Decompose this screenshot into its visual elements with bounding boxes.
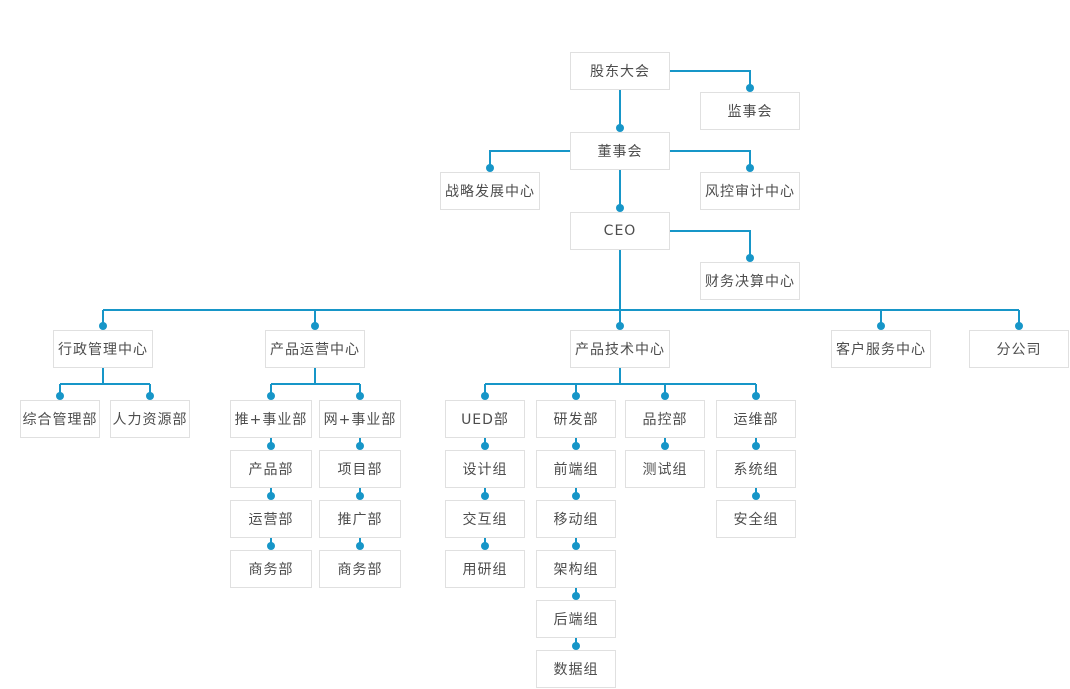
node-business-dept-2: 商务部	[319, 550, 401, 588]
node-operation-dept: 运营部	[230, 500, 312, 538]
junction-dots	[56, 84, 1023, 650]
node-rd-dept: 研发部	[536, 400, 616, 438]
node-project-dept: 项目部	[319, 450, 401, 488]
node-product-dept: 产品部	[230, 450, 312, 488]
node-hr-dept: 人力资源部	[110, 400, 190, 438]
node-security-group: 安全组	[716, 500, 796, 538]
node-branch-company: 分公司	[969, 330, 1069, 368]
node-architecture-group: 架构组	[536, 550, 616, 588]
node-board-of-directors: 董事会	[570, 132, 670, 170]
node-frontend-group: 前端组	[536, 450, 616, 488]
node-data-group: 数据组	[536, 650, 616, 688]
node-backend-group: 后端组	[536, 600, 616, 638]
node-design-group: 设计组	[445, 450, 525, 488]
node-business-dept-1: 商务部	[230, 550, 312, 588]
node-tech-center: 产品技术中心	[570, 330, 670, 368]
node-shareholders-meeting: 股东大会	[570, 52, 670, 90]
connector-path-branches	[59, 368, 757, 396]
node-system-group: 系统组	[716, 450, 796, 488]
node-risk-audit-center: 风控审计中心	[700, 172, 800, 210]
node-promotion-dept: 推广部	[319, 500, 401, 538]
node-supervisory-board: 监事会	[700, 92, 800, 130]
node-ceo: CEO	[570, 212, 670, 250]
node-strategy-center: 战略发展中心	[440, 172, 540, 210]
node-ued-dept: UED部	[445, 400, 525, 438]
node-tui-division: 推+事业部	[230, 400, 312, 438]
node-qc-dept: 品控部	[625, 400, 705, 438]
connector-path-top	[102, 70, 1020, 326]
node-mobile-group: 移动组	[536, 500, 616, 538]
node-wang-division: 网+事业部	[319, 400, 401, 438]
node-general-affairs-dept: 综合管理部	[20, 400, 100, 438]
node-finance-center: 财务决算中心	[700, 262, 800, 300]
node-research-group: 用研组	[445, 550, 525, 588]
node-admin-center: 行政管理中心	[53, 330, 153, 368]
node-ops-center: 产品运营中心	[265, 330, 365, 368]
node-service-center: 客户服务中心	[831, 330, 931, 368]
node-interaction-group: 交互组	[445, 500, 525, 538]
node-om-dept: 运维部	[716, 400, 796, 438]
node-testing-group: 测试组	[625, 450, 705, 488]
